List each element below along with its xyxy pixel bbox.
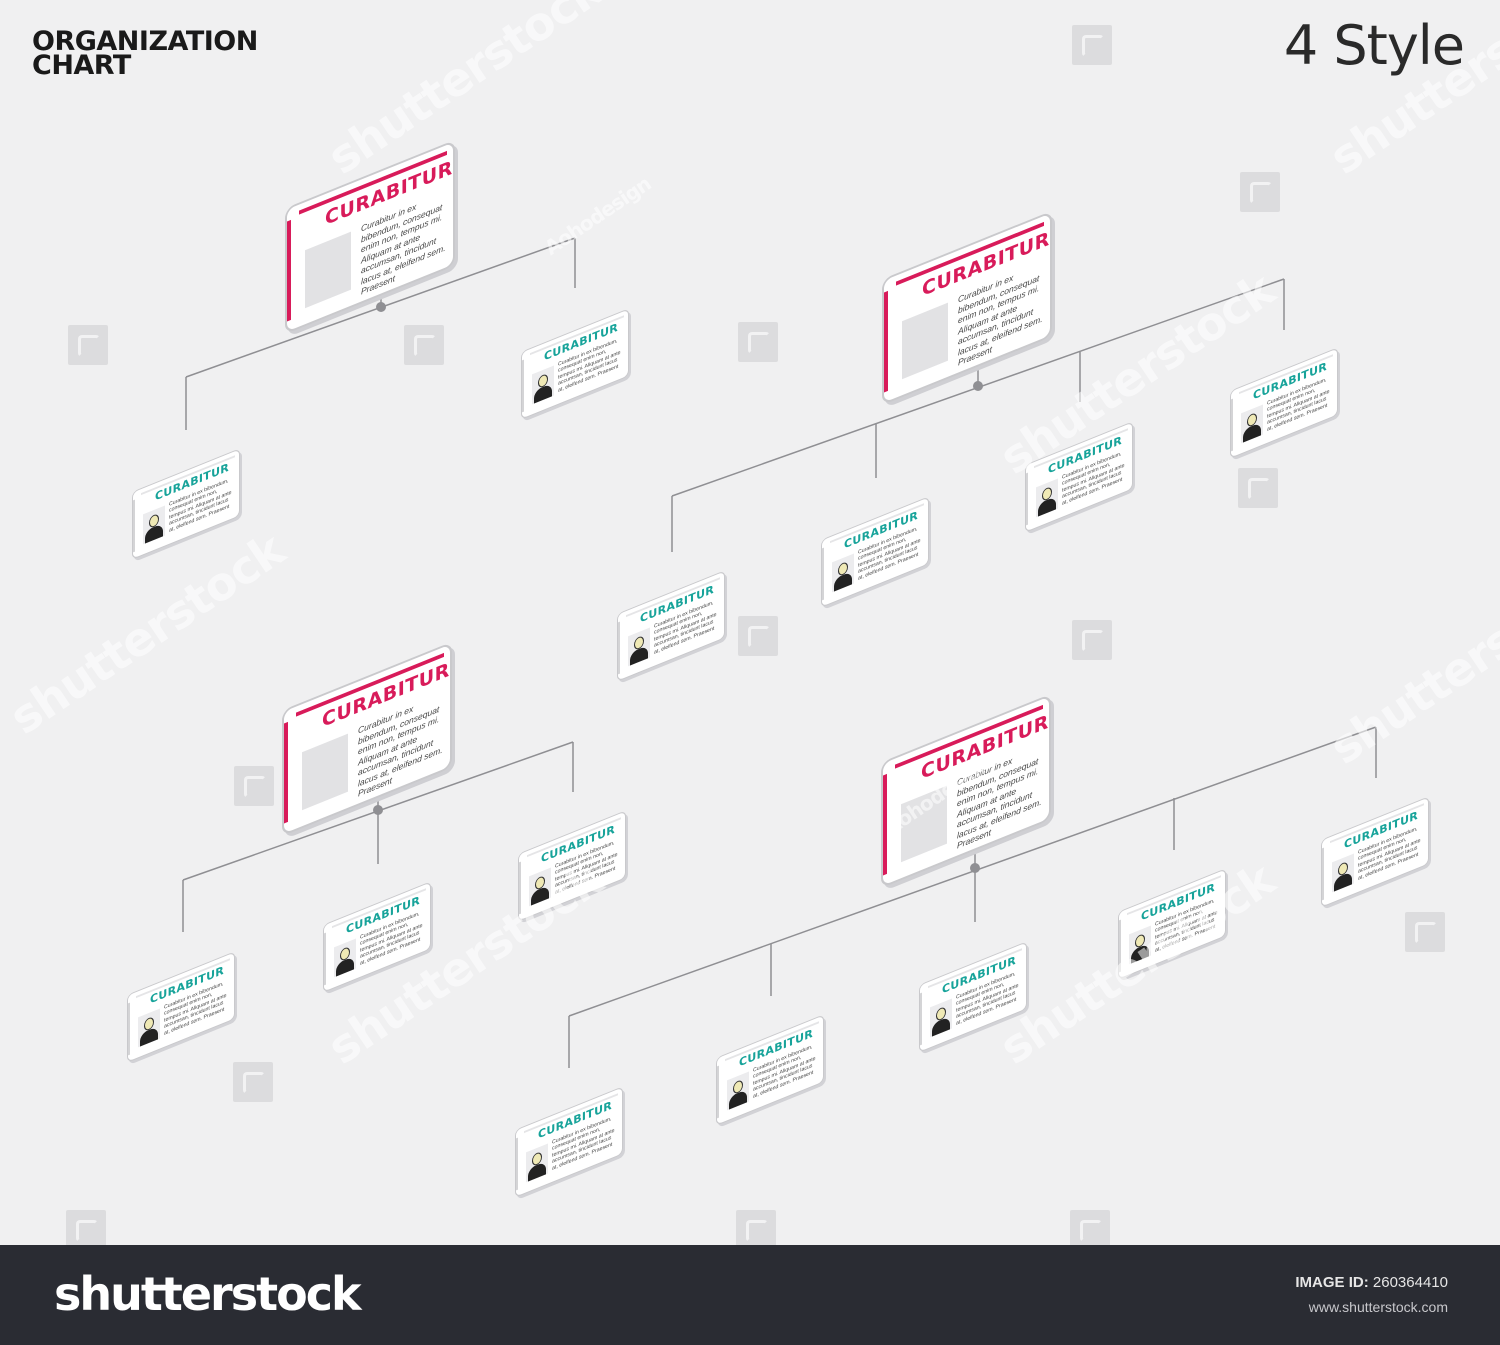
- page-title: ORGANIZATION CHART: [32, 26, 258, 81]
- child-accent-bar-left: [822, 547, 824, 601]
- avatar: [628, 627, 650, 667]
- diagram-2-child-card: CURABITUR Curabitur in ex bibendum, cons…: [617, 570, 725, 682]
- avatar-body-icon: [145, 523, 163, 545]
- diagram-2-child-card: CURABITUR Curabitur in ex bibendum, cons…: [1230, 347, 1338, 459]
- diagram-1-child-card: CURABITUR Curabitur in ex bibendum, cons…: [521, 308, 629, 420]
- diagram-3-child-card: CURABITUR Curabitur in ex bibendum, cons…: [518, 810, 626, 922]
- watermark-icon: [738, 616, 778, 656]
- avatar-body-icon: [528, 1161, 546, 1183]
- child-accent-bar-left: [1119, 919, 1121, 973]
- child-accent-bar-left: [1322, 847, 1324, 901]
- avatar-body-icon: [932, 1016, 950, 1038]
- avatar-body-icon: [336, 956, 354, 978]
- photo-placeholder: [302, 733, 348, 811]
- watermark-icon: [738, 322, 778, 362]
- child-accent-bar-left: [519, 861, 521, 915]
- avatar-body-icon: [1243, 422, 1261, 444]
- avatar-body-icon: [630, 645, 648, 667]
- diagram-3-child-card: CURABITUR Curabitur in ex bibendum, cons…: [323, 881, 431, 993]
- avatar-body-icon: [1131, 943, 1149, 965]
- child-accent-bar-left: [618, 621, 620, 675]
- watermark-icon: [1238, 468, 1278, 508]
- footer-brand-logo[interactable]: shutterstock: [54, 1267, 362, 1321]
- photo-placeholder: [305, 231, 351, 309]
- junction-dot: [373, 805, 383, 815]
- root-accent-bar-left: [284, 721, 288, 824]
- child-accent-bar-left: [522, 359, 524, 413]
- diagram-4-child-card: CURABITUR Curabitur in ex bibendum, cons…: [716, 1014, 824, 1126]
- child-accent-bar-left: [717, 1065, 719, 1119]
- image-id: IMAGE ID: 260364410: [1295, 1274, 1448, 1291]
- avatar: [832, 553, 854, 593]
- footer-bar: shutterstock IMAGE ID: 260364410 www.shu…: [0, 1245, 1500, 1345]
- watermark-icon: [1405, 912, 1445, 952]
- avatar-body-icon: [534, 383, 552, 405]
- avatar: [526, 1143, 548, 1183]
- avatar: [1241, 404, 1263, 444]
- avatar: [143, 505, 165, 545]
- watermark-icon: [1240, 172, 1280, 212]
- avatar: [727, 1071, 749, 1111]
- watermark-icon: [736, 1210, 776, 1245]
- watermark-icon: [234, 766, 274, 806]
- watermark-icon: [1072, 25, 1112, 65]
- avatar: [138, 1008, 160, 1048]
- avatar-body-icon: [1334, 871, 1352, 893]
- diagram-4-root-card: CURABITUR Curabitur in ex bibendum, cons…: [881, 693, 1051, 889]
- root-accent-bar-left: [884, 290, 888, 393]
- avatar: [1332, 853, 1354, 893]
- avatar: [532, 365, 554, 405]
- footer-site-link[interactable]: www.shutterstock.com: [1308, 1299, 1448, 1315]
- diagram-2-child-card: CURABITUR Curabitur in ex bibendum, cons…: [821, 496, 929, 608]
- diagram-1-root-card: CURABITUR Curabitur in ex bibendum, cons…: [285, 139, 455, 335]
- avatar-body-icon: [140, 1026, 158, 1048]
- avatar: [1036, 478, 1058, 518]
- child-accent-bar-left: [324, 932, 326, 986]
- photo-placeholder: [901, 785, 947, 863]
- diagram-4-child-card: CURABITUR Curabitur in ex bibendum, cons…: [1118, 868, 1226, 980]
- diagram-3-root-card: CURABITUR Curabitur in ex bibendum, cons…: [282, 641, 452, 837]
- watermark-icon: [1070, 1210, 1110, 1245]
- root-accent-bar-left: [287, 219, 291, 322]
- avatar-body-icon: [834, 571, 852, 593]
- diagram-4-child-card: CURABITUR Curabitur in ex bibendum, cons…: [515, 1086, 623, 1198]
- watermark-icon: [233, 1062, 273, 1102]
- watermark-icon: [66, 1210, 106, 1245]
- avatar: [529, 867, 551, 907]
- diagram-2-child-card: CURABITUR Curabitur in ex bibendum, cons…: [1025, 421, 1133, 533]
- avatar: [930, 998, 952, 1038]
- child-accent-bar-left: [128, 1002, 130, 1056]
- junction-dot: [970, 863, 980, 873]
- image-id-label: IMAGE ID:: [1295, 1274, 1369, 1291]
- diagram-2-root-card: CURABITUR Curabitur in ex bibendum, cons…: [882, 210, 1052, 406]
- avatar-body-icon: [1038, 496, 1056, 518]
- diagram-1-child-card: CURABITUR Curabitur in ex bibendum, cons…: [132, 448, 240, 560]
- watermark-icon: [1072, 620, 1112, 660]
- canvas: ORGANIZATION CHART 4 Style: [32, 14, 1466, 1245]
- junction-dot: [376, 302, 386, 312]
- avatar: [1129, 925, 1151, 965]
- child-accent-bar-left: [920, 992, 922, 1046]
- diagram-4-child-card: CURABITUR Curabitur in ex bibendum, cons…: [1321, 796, 1429, 908]
- child-accent-bar-left: [516, 1137, 518, 1191]
- diagram-3-child-card: CURABITUR Curabitur in ex bibendum, cons…: [127, 951, 235, 1063]
- diagram-4-child-card: CURABITUR Curabitur in ex bibendum, cons…: [919, 941, 1027, 1053]
- avatar: [334, 938, 356, 978]
- photo-placeholder: [902, 302, 948, 380]
- child-accent-bar-left: [1231, 398, 1233, 452]
- child-accent-bar-left: [1026, 472, 1028, 526]
- watermark-icon: [404, 325, 444, 365]
- style-count-label: 4 Style: [1283, 14, 1465, 77]
- root-accent-bar-left: [883, 773, 887, 876]
- junction-dot: [973, 381, 983, 391]
- image-id-value: 260364410: [1372, 1274, 1448, 1291]
- child-accent-bar-left: [133, 499, 135, 553]
- avatar-body-icon: [729, 1089, 747, 1111]
- avatar-body-icon: [531, 885, 549, 907]
- watermark-icon: [68, 325, 108, 365]
